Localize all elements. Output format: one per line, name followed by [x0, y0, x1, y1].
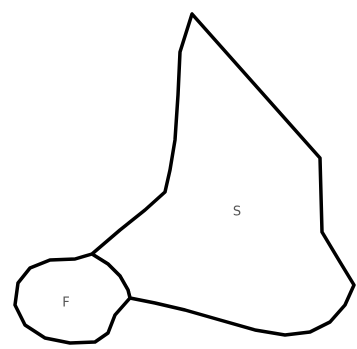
region-f-outline: [15, 254, 130, 343]
region-s-outline: [92, 14, 354, 335]
region-f-label: F: [62, 296, 69, 311]
region-s-label: S: [233, 205, 241, 220]
